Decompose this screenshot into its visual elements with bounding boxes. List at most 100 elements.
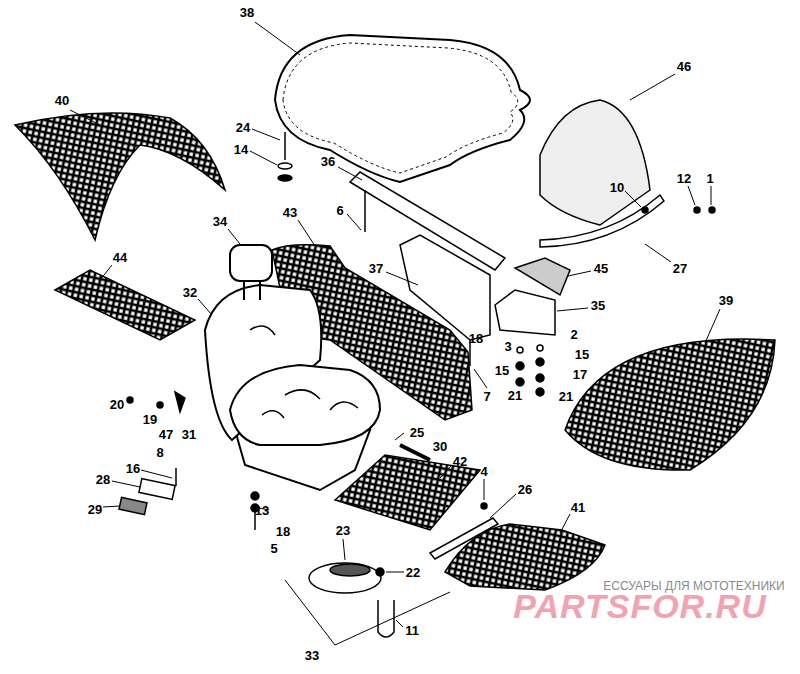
callout-number: 18	[469, 332, 483, 345]
small-parts	[278, 175, 292, 181]
mesh-mat	[55, 270, 195, 340]
callout-number: 23	[336, 524, 350, 537]
callout-number: 37	[369, 262, 383, 275]
small-parts	[139, 479, 175, 500]
windshield	[540, 195, 664, 247]
leader-line	[198, 299, 212, 315]
small-parts	[157, 402, 163, 408]
callout-number: 41	[571, 501, 585, 514]
leader-line	[630, 74, 675, 100]
callout-number: 4	[480, 465, 487, 478]
small-parts	[642, 207, 648, 213]
small-parts	[516, 378, 524, 386]
callout-number: 2	[570, 328, 577, 341]
small-parts	[330, 564, 370, 576]
seat	[243, 281, 245, 300]
small-parts	[481, 503, 487, 509]
leader-line	[396, 620, 403, 627]
callout-number: 28	[96, 473, 110, 486]
small-parts	[536, 358, 544, 366]
small-parts	[709, 207, 715, 213]
leader-line	[490, 494, 516, 518]
seat-cover	[283, 43, 518, 173]
callout-number: 31	[182, 428, 196, 441]
small-parts	[175, 392, 185, 412]
callout-number: 35	[591, 299, 605, 312]
seat	[230, 365, 380, 445]
watermark: PARTSFOR.RU	[513, 589, 766, 623]
callout-number: 40	[55, 94, 69, 107]
callout-number: 8	[156, 446, 163, 459]
leader-line	[705, 309, 720, 343]
callout-number: 47	[159, 428, 173, 441]
callout-number: 17	[573, 368, 587, 381]
leader-line	[386, 572, 404, 573]
callout-number: 12	[677, 172, 691, 185]
leader-line	[645, 244, 671, 262]
callout-number: 32	[183, 286, 197, 299]
leader-line	[141, 470, 172, 478]
callout-number: 25	[410, 426, 424, 439]
panel-part	[364, 190, 366, 232]
leader-line	[70, 110, 100, 125]
small-parts	[119, 497, 147, 514]
small-parts	[516, 362, 524, 370]
callout-number: 45	[594, 262, 608, 275]
small-parts	[430, 518, 498, 559]
small-parts	[119, 132, 715, 637]
callout-number: 36	[321, 155, 335, 168]
callout-number: 46	[677, 60, 691, 73]
mesh-mat	[15, 113, 225, 240]
leader-line	[285, 580, 450, 645]
leader-line	[298, 220, 315, 246]
leader-line	[112, 481, 140, 487]
small-parts	[400, 445, 430, 460]
leader-line	[228, 229, 240, 244]
windshield	[540, 100, 664, 247]
leader-line	[343, 539, 345, 560]
callout-number: 15	[495, 364, 509, 377]
small-parts	[694, 207, 700, 213]
callout-number: 6	[336, 204, 343, 217]
callout-number: 7	[483, 390, 490, 403]
panel-part	[350, 172, 570, 340]
seat	[259, 281, 261, 300]
seat	[250, 326, 358, 418]
small-parts	[309, 563, 381, 593]
callout-number: 11	[405, 624, 419, 637]
callout-number: 21	[559, 390, 573, 403]
leader-line	[395, 433, 404, 440]
leader-line	[625, 191, 641, 207]
leader-line	[557, 308, 588, 311]
callout-number: 3	[504, 340, 511, 353]
leader-line	[711, 186, 712, 205]
callout-number: 27	[673, 262, 687, 275]
callout-number: 21	[508, 389, 522, 402]
leader-line	[474, 369, 487, 388]
leader-line	[568, 271, 591, 276]
seat	[205, 245, 380, 490]
panel-part	[400, 235, 490, 340]
leader-line	[103, 506, 120, 507]
callout-number: 29	[88, 503, 102, 516]
callout-number: 20	[110, 398, 124, 411]
small-parts	[175, 468, 177, 486]
callout-number: 24	[236, 121, 250, 134]
leader-line	[100, 265, 112, 280]
small-parts	[537, 345, 543, 351]
mesh-mat	[565, 339, 775, 470]
seat-cover	[275, 35, 530, 182]
callout-number: 1	[706, 172, 713, 185]
leader-line	[688, 186, 695, 205]
leader-line	[440, 466, 451, 478]
small-parts	[278, 163, 292, 169]
callout-number: 22	[406, 566, 420, 579]
callout-number: 44	[113, 251, 127, 264]
leader-line	[560, 514, 570, 533]
callout-number: 34	[213, 215, 227, 228]
small-parts	[127, 397, 133, 403]
panel-part	[495, 290, 555, 335]
leader-line	[347, 214, 361, 230]
small-parts	[376, 568, 384, 576]
